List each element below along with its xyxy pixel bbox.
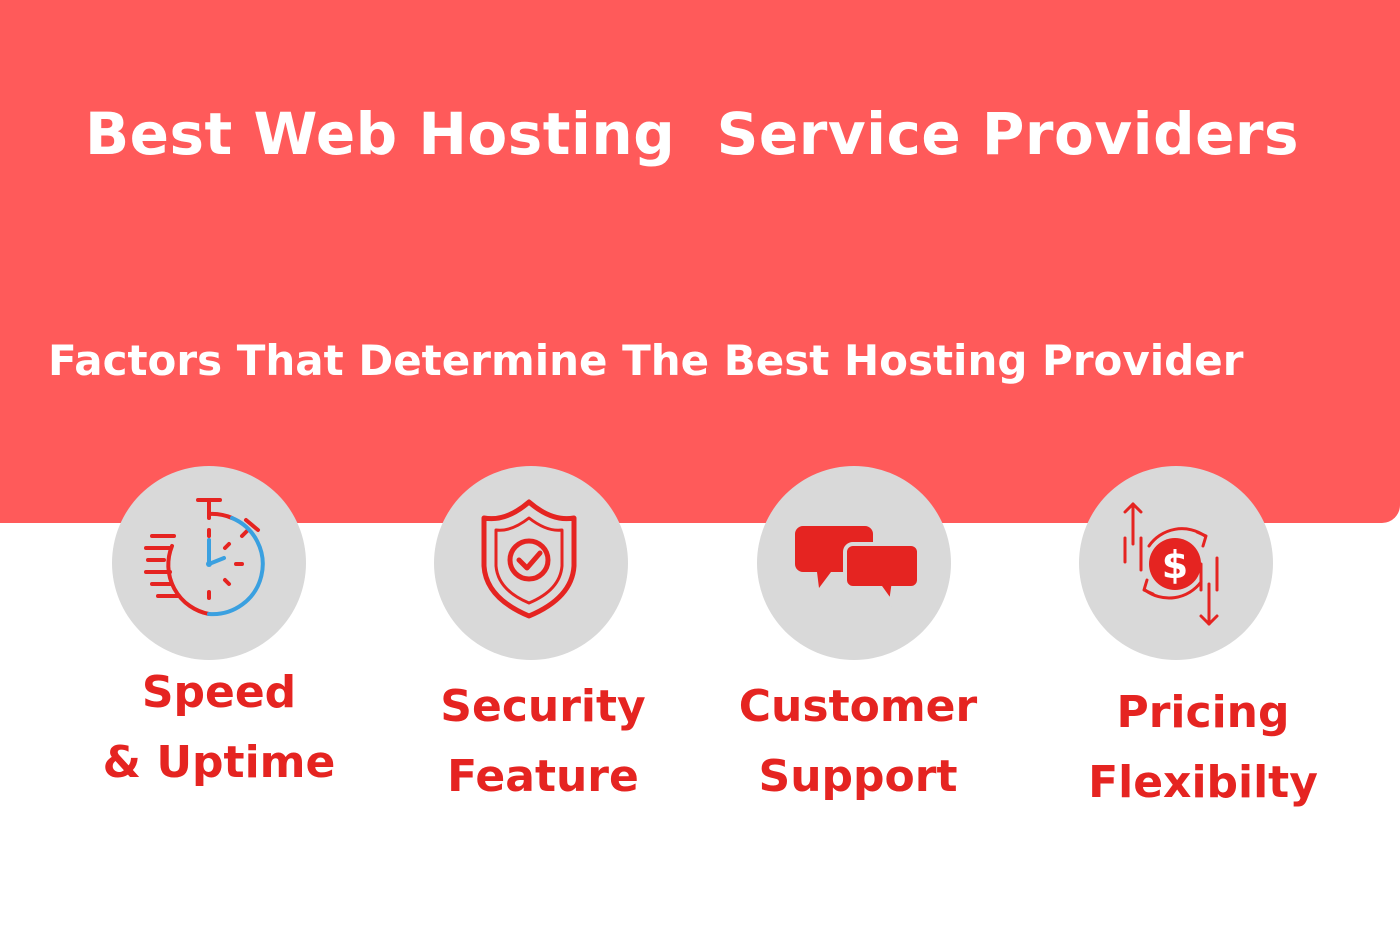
speed-icon-circle [112, 466, 306, 660]
chat-bubbles-icon [795, 526, 921, 608]
factor-label-pricing: Pricing Flexibilty [1088, 687, 1318, 808]
dollar-arrows-icon: $ [1123, 502, 1219, 626]
support-icon-circle [757, 466, 951, 660]
security-icon-circle [434, 466, 628, 660]
page-title: Best Web Hosting Service Providers [84, 100, 1300, 168]
factor-label-support: Customer Support [738, 681, 978, 802]
page-subtitle: Factors That Determine The Best Hosting … [48, 336, 1244, 385]
factor-label-security: Security Feature [440, 681, 646, 802]
shield-check-icon [481, 499, 577, 619]
pricing-icon-circle: $ [1079, 466, 1273, 660]
svg-text:$: $ [1162, 543, 1188, 587]
header-banner [0, 0, 1400, 523]
factor-label-speed: Speed & Uptime [102, 667, 336, 788]
stopwatch-icon [144, 498, 265, 617]
